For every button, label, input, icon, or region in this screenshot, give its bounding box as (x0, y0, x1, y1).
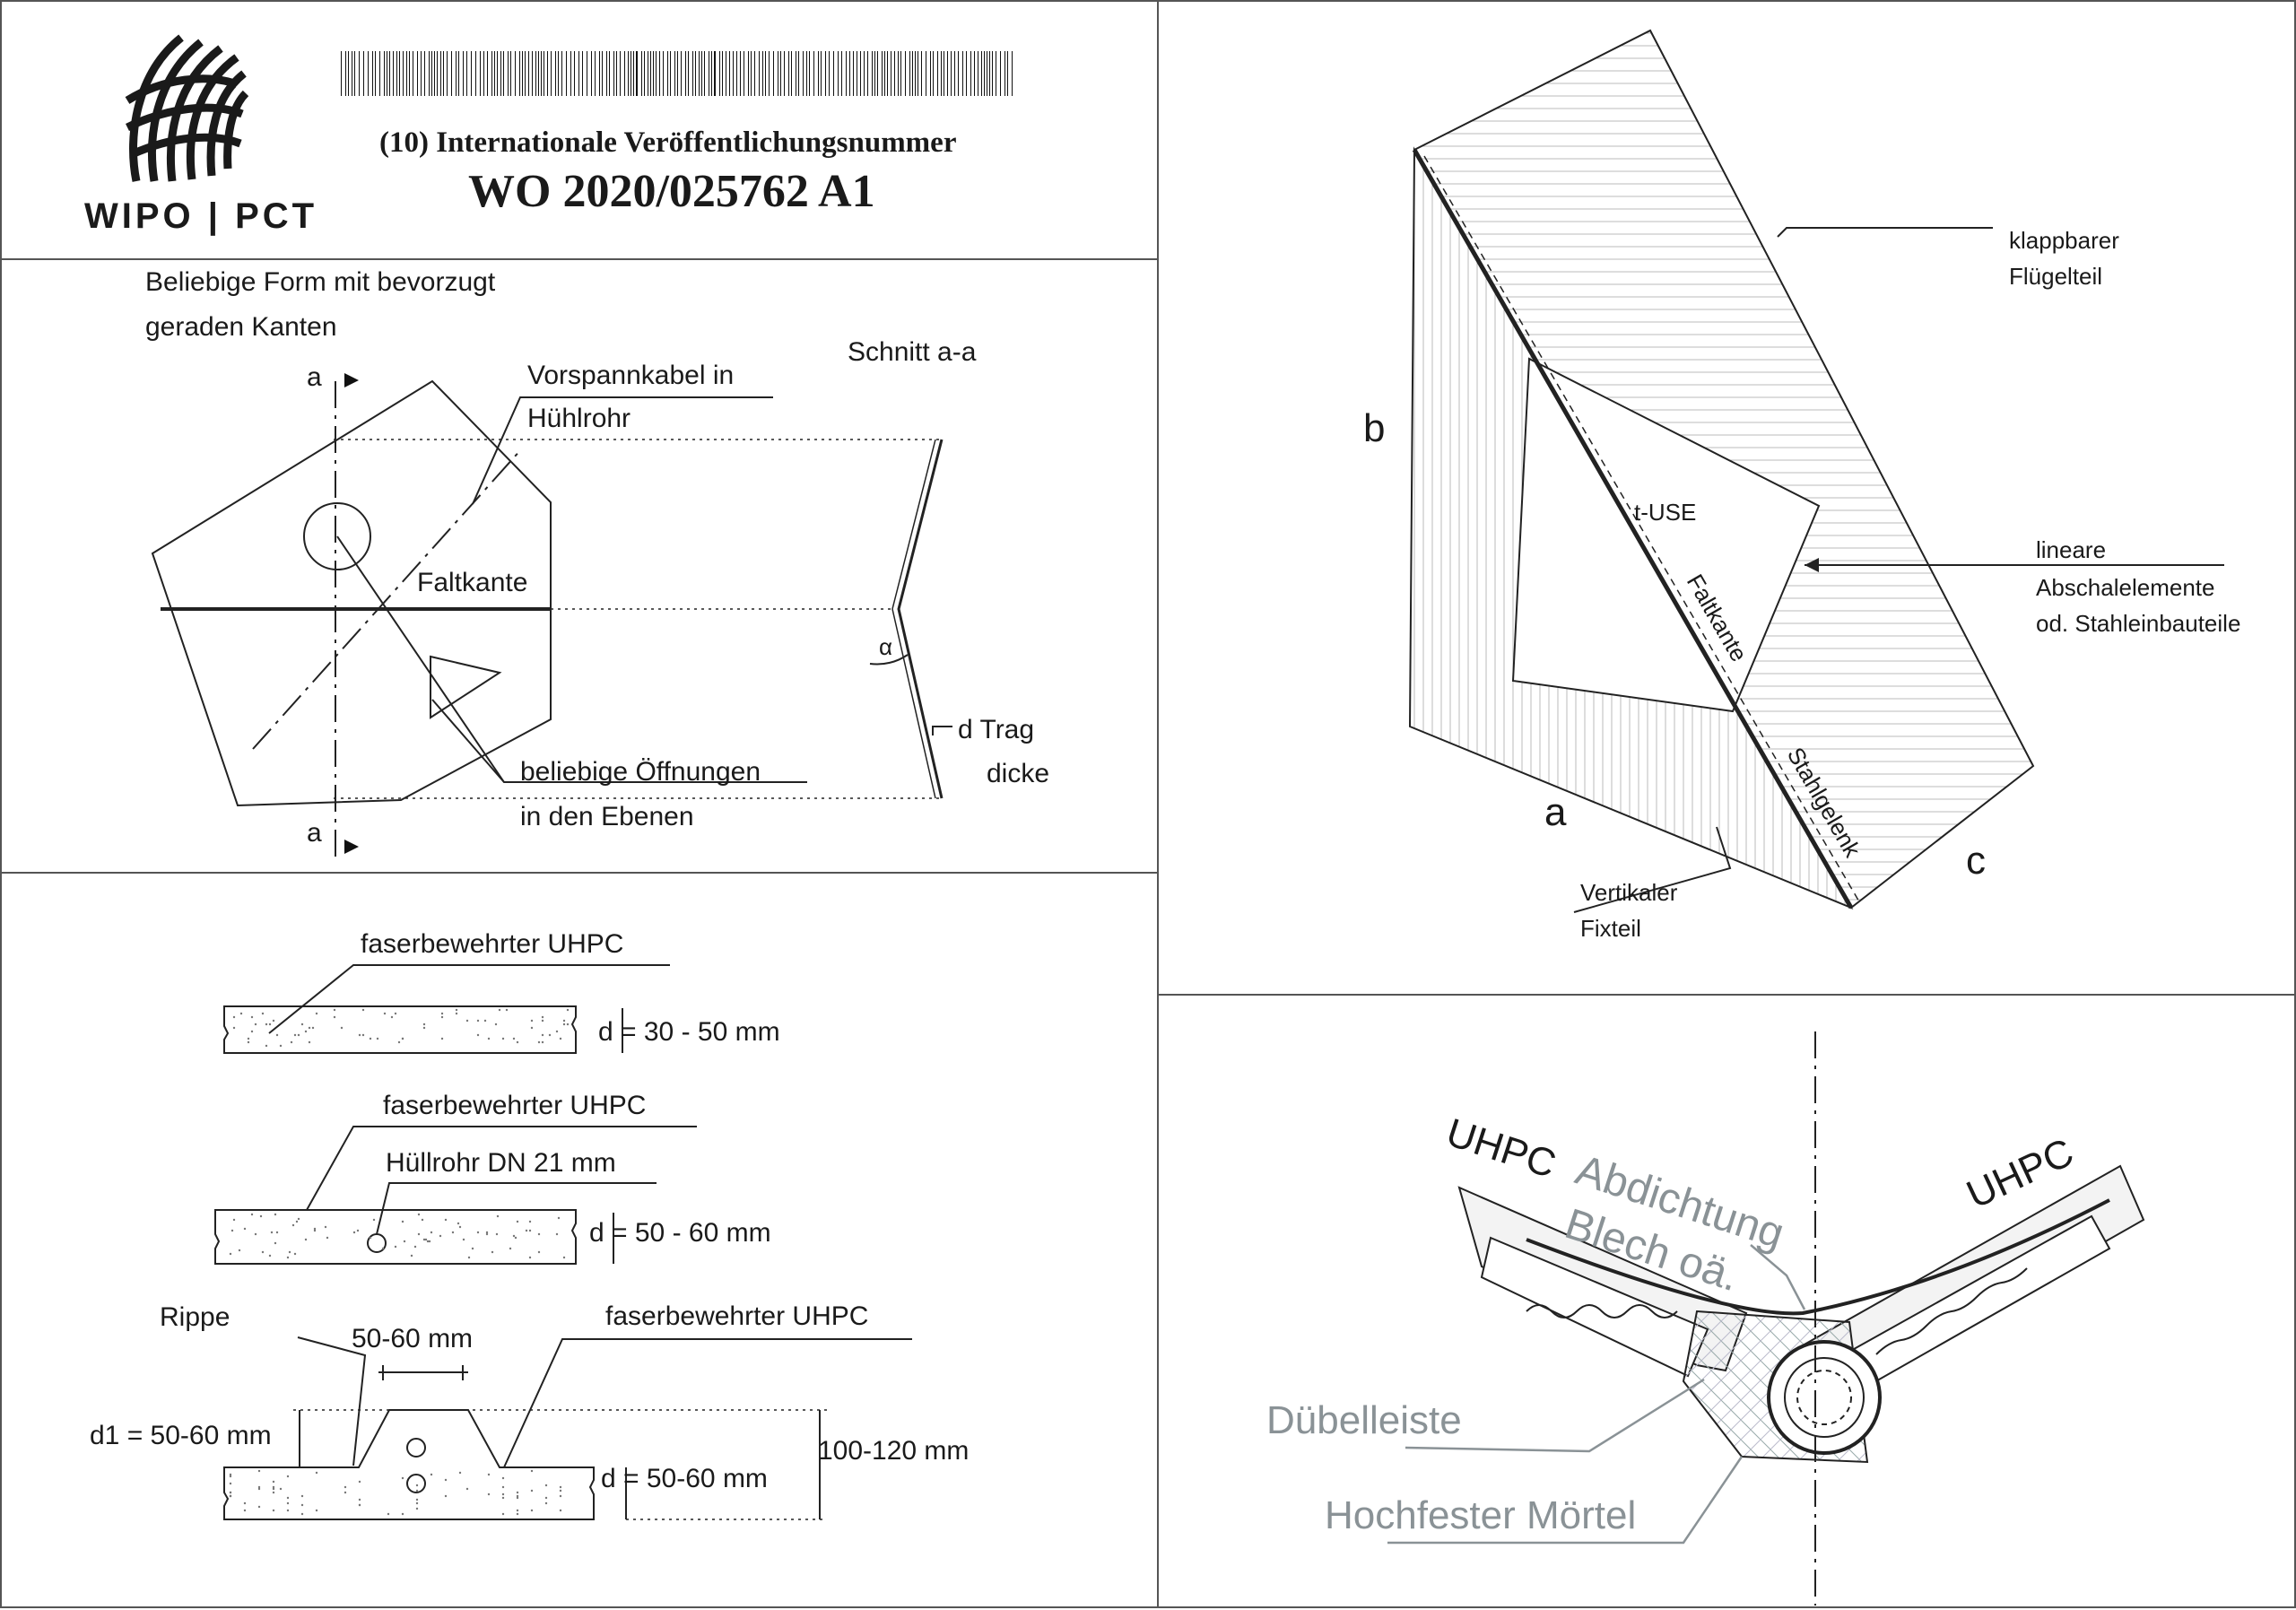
sealing-sheet (1526, 1198, 2110, 1316)
section-view-fold (897, 439, 944, 799)
wing-label-line2: Flügelteil (2009, 263, 2102, 290)
section-mark-bottom: a (307, 818, 322, 848)
sections-drawing: faserbewehrter UHPC d = 30 - 50 mm faser… (90, 929, 969, 1520)
dim-c: c (1966, 839, 1986, 883)
fold-drawing: Beliebige Form mit bevorzugt geraden Kan… (145, 267, 1049, 857)
triangle-opening (430, 655, 502, 719)
dim-a: a (1544, 790, 1567, 834)
wipo-pct-logo: WIPO | PCT (84, 196, 317, 236)
wing-element-panel: klappbarer Flügelteil b a c t-USE Faltka… (1157, 0, 2296, 996)
shape-label-line1: Beliebige Form mit bevorzugt (145, 267, 496, 297)
dim-1: d = 30 - 50 mm (598, 1017, 780, 1047)
uhpc-label-3: faserbewehrter UHPC (605, 1301, 868, 1331)
openings-label-line1: beliebige Öffnungen (520, 757, 761, 787)
fold-edge (1412, 148, 1854, 909)
wipo-globe-icon (125, 34, 249, 182)
uhpc-label-2: faserbewehrter UHPC (383, 1091, 646, 1120)
header-drawing: WIPO | PCT (10) Internationale Veröffent… (84, 34, 1013, 236)
wing-label-line1: klappbarer (2009, 227, 2119, 254)
cross-sections-panel: faserbewehrter UHPC d = 30 - 50 mm faser… (0, 872, 1159, 1608)
linear-label-line2: Abschalelemente (2036, 574, 2214, 601)
tuse-opening (1511, 357, 1821, 713)
openings-label-line2: in den Ebenen (520, 802, 694, 831)
ribbed-slab (223, 1409, 595, 1520)
thickness-label-line2: dicke (987, 759, 1049, 788)
rib-label: Rippe (160, 1302, 230, 1332)
duct-opening (303, 502, 371, 570)
cable-axis (252, 448, 523, 750)
concrete-texture (229, 1008, 570, 1516)
fixed-label-line1: Vertikaler (1580, 879, 1678, 906)
hinge-drawing: UHPC UHPC Abdichtung Blech oä. Dübelleis… (1266, 1031, 2145, 1606)
dim-3: d = 50-60 mm (601, 1464, 768, 1493)
fixed-label-line2: Fixteil (1580, 915, 1641, 942)
wing-drawing: klappbarer Flügelteil b a c t-USE Faltka… (1363, 29, 2240, 942)
linear-label-line1: lineare (2036, 536, 2106, 563)
uhpc-label-1: faserbewehrter UHPC (361, 929, 623, 959)
duct-label: Hüllrohr DN 21 mm (386, 1148, 616, 1178)
alpha-label: α (879, 633, 892, 660)
rib-width: 50-60 mm (352, 1324, 473, 1353)
section-label: Schnitt a-a (848, 337, 977, 367)
dim-total: 100-120 mm (818, 1436, 969, 1466)
cable-label-line2: Hühlrohr (527, 404, 631, 433)
shape-label-line2: geraden Kanten (145, 312, 337, 342)
slab-2 (214, 1209, 577, 1265)
publication-number: WO 2020/025762 A1 (468, 166, 875, 217)
dowel-label: Dübelleiste (1266, 1398, 1462, 1442)
hinge-detail-panel: UHPC UHPC Abdichtung Blech oä. Dübelleis… (1157, 994, 2296, 1608)
dim-b: b (1363, 406, 1385, 450)
linear-label-line3: od. Stahleinbauteile (2036, 610, 2240, 637)
fold-geometry-panel: Beliebige Form mit bevorzugt geraden Kan… (0, 258, 1159, 874)
barcode (341, 51, 1013, 96)
slab-1 (223, 1005, 577, 1054)
publication-number-label: (10) Internationale Veröffentlichungsnum… (379, 126, 956, 159)
dim-2: d = 50 - 60 mm (589, 1218, 771, 1248)
mortar-label: Hochfester Mörtel (1325, 1493, 1636, 1537)
thickness-label-line1: d Trag (958, 715, 1034, 744)
section-mark-top: a (307, 362, 322, 392)
tuse-label: t-USE (1634, 499, 1696, 526)
header-panel: WIPO | PCT (10) Internationale Veröffent… (0, 0, 1159, 260)
fold-edge-label: Faltkante (417, 568, 527, 597)
dowel-strip (1526, 1267, 2028, 1355)
cable-label-line1: Vorspannkabel in (527, 361, 734, 390)
folded-element-outline (151, 379, 552, 807)
dim-d1: d1 = 50-60 mm (90, 1421, 272, 1450)
uhpc-left-label: UHPC (1441, 1110, 1561, 1187)
